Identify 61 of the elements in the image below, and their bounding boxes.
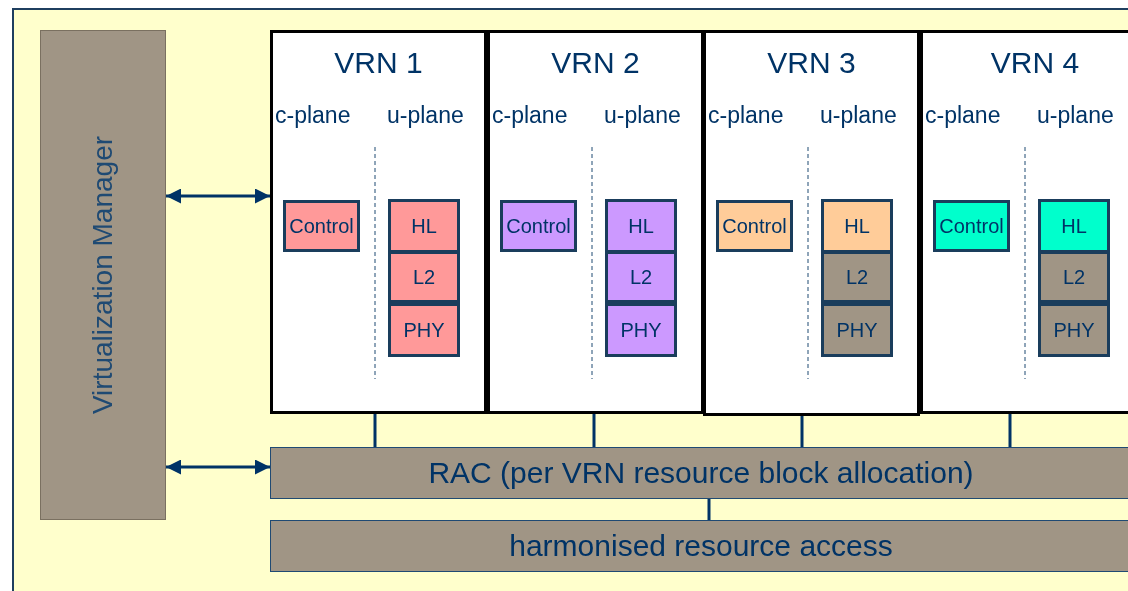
layer-label: PHY (836, 320, 878, 340)
layer-label: L2 (1062, 267, 1086, 287)
layer-box (500, 200, 577, 252)
vrn-panel (703, 30, 920, 416)
plane-label: u-plane (604, 104, 681, 127)
bar-label: RAC (per VRN resource block allocation) (428, 458, 974, 488)
layer-box (821, 303, 893, 357)
layer-box (388, 199, 460, 253)
layer-box (605, 303, 677, 357)
vrn-panel (920, 30, 1128, 414)
plane-label: c-plane (492, 104, 568, 127)
connector-line (592, 414, 596, 447)
access-bar (270, 520, 1128, 572)
plane-label: c-plane (708, 104, 784, 127)
layer-label: Control (289, 216, 354, 236)
arrow (166, 188, 270, 204)
plane-label: u-plane (387, 104, 464, 127)
plane-label: u-plane (820, 104, 897, 127)
layer-box (821, 199, 893, 253)
layer-box (1038, 199, 1110, 253)
connector-line (1008, 414, 1012, 447)
layer-box (605, 199, 677, 253)
layer-box (388, 303, 460, 357)
layer-label: L2 (845, 267, 869, 287)
vrn-title: VRN 4 (989, 48, 1081, 78)
vrn-panel (270, 30, 487, 414)
layer-box (605, 251, 677, 303)
layer-label: L2 (412, 267, 436, 287)
bar-label: harmonised resource access (509, 531, 893, 561)
connector-line (373, 414, 377, 447)
connector-line (707, 499, 711, 520)
plane-label: c-plane (925, 104, 1001, 127)
arrow (166, 459, 270, 475)
allocation-bar (270, 447, 1128, 499)
layer-label: PHY (1053, 320, 1095, 340)
manager-label: Virtualization Manager (89, 135, 117, 415)
plane-label: u-plane (1037, 104, 1114, 127)
layer-label: Control (722, 216, 787, 236)
vrn-panel (487, 30, 704, 414)
layer-label: HL (844, 216, 870, 236)
vrn-title: VRN 2 (550, 48, 641, 78)
layer-box (1038, 303, 1110, 357)
layer-box (821, 251, 893, 303)
layer-label: HL (628, 216, 654, 236)
layer-box (283, 200, 360, 252)
layer-label: HL (1061, 216, 1087, 236)
vrn-title: VRN 3 (766, 48, 857, 78)
plane-label: c-plane (275, 104, 351, 127)
layer-label: Control (506, 216, 571, 236)
layer-label: L2 (629, 267, 653, 287)
vrn-title: VRN 1 (333, 48, 424, 78)
layer-label: PHY (403, 320, 445, 340)
layer-box (388, 251, 460, 303)
layer-label: PHY (620, 320, 662, 340)
layer-box (933, 200, 1010, 252)
connector-line (800, 416, 804, 447)
layer-box (716, 200, 793, 252)
layer-label: HL (411, 216, 437, 236)
layer-label: Control (939, 216, 1004, 236)
layer-box (1038, 251, 1110, 303)
manager-box (40, 30, 166, 520)
